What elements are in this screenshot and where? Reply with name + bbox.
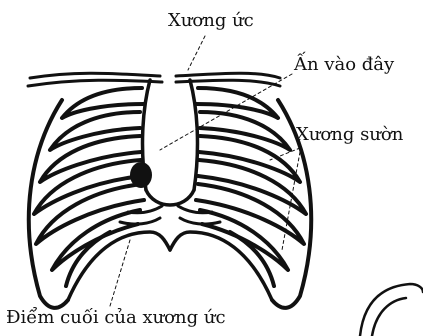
left-ribs [29, 88, 144, 308]
right-ribs [196, 88, 311, 308]
hand-outline [360, 284, 423, 336]
label-sternum: Xương ức [168, 12, 254, 30]
sternum-bone [143, 80, 198, 205]
label-xiphoid: Điểm cuối của xương ức [6, 309, 226, 327]
costal-arch [68, 232, 272, 300]
press-point-marker [130, 162, 152, 188]
clavicle-bars [28, 73, 280, 86]
label-ribs: Xương sườn [296, 126, 403, 144]
xiphoid-marks [120, 206, 220, 224]
label-press-here: Ấn vào đây [294, 56, 394, 74]
